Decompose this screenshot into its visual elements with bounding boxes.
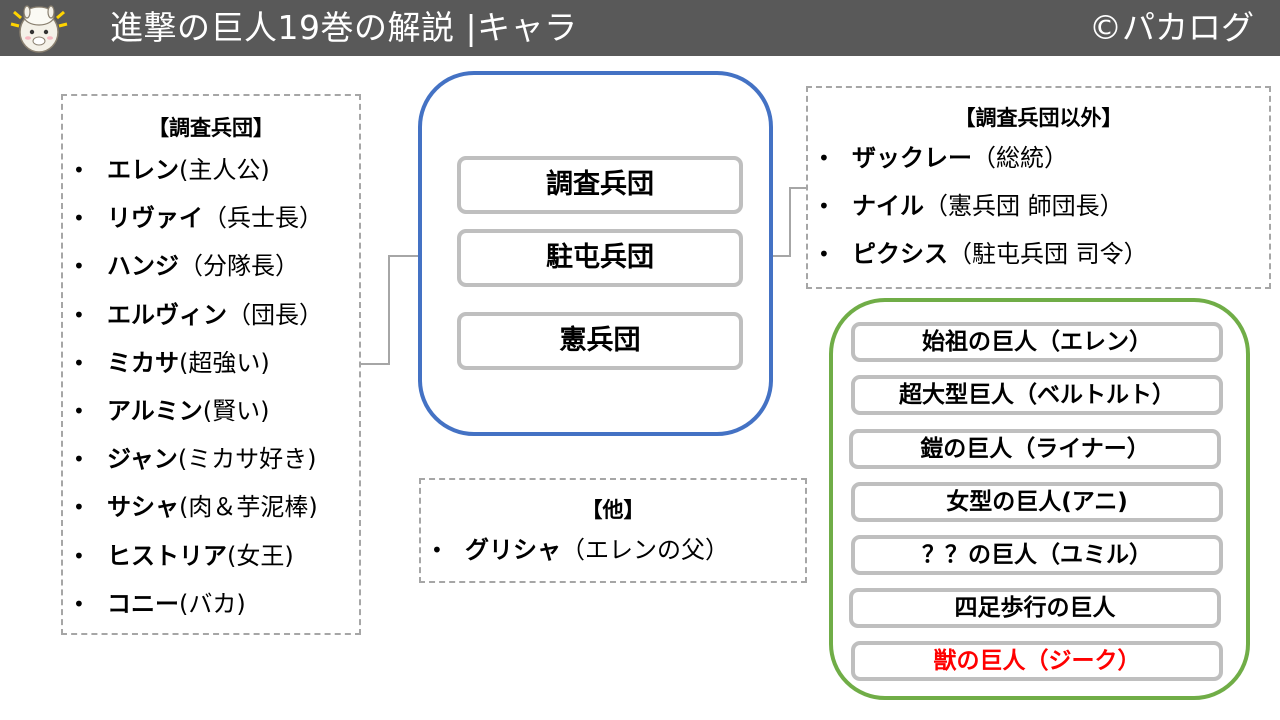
- connector-left-horizontal: [361, 363, 389, 365]
- character-name: ザックレー: [852, 144, 972, 172]
- list-item: • ミカサ(超強い): [63, 339, 359, 387]
- list-item: • エレン(主人公): [63, 146, 359, 194]
- character-note: （兵士長）: [203, 204, 323, 233]
- other-characters-list: • グリシャ（エレンの父）: [421, 526, 805, 574]
- list-item: • リヴァイ（兵士長）: [63, 194, 359, 242]
- titan-unknown: ？？の巨人（ユミル）: [851, 535, 1223, 575]
- copyright-label: ©パカログ: [1089, 8, 1254, 47]
- list-item: • ハンジ（分隊長）: [63, 242, 359, 290]
- non-survey-corps-box: 【調査兵団以外】 • ザックレー（総統） • ナイル（憲兵団 師団長） • ピクシス（…: [806, 86, 1271, 289]
- bullet-icon: •: [73, 302, 85, 327]
- character-name: ジャン: [107, 445, 178, 474]
- character-note: （総統）: [972, 144, 1068, 172]
- character-name: ミカサ: [107, 348, 179, 377]
- list-item: • ナイル（憲兵団 師団長）: [808, 182, 1269, 230]
- character-name: ナイル: [852, 192, 924, 220]
- character-name: エレン: [107, 156, 179, 184]
- bullet-icon: •: [73, 158, 85, 182]
- character-name: リヴァイ: [107, 204, 203, 233]
- survey-corps-list: • エレン(主人公) • リヴァイ（兵士長） • ハンジ（分隊長） • エルヴィン（団長…: [63, 146, 359, 628]
- branch-survey-corps: 調査兵団: [457, 156, 743, 214]
- character-note: (超強い): [179, 348, 270, 377]
- bullet-icon: •: [818, 146, 830, 170]
- titan-colossal: 超大型巨人（ベルトルト）: [851, 375, 1223, 415]
- non-survey-corps-heading: 【調査兵団以外】: [954, 106, 1123, 130]
- list-item: • グリシャ（エレンの父）: [421, 526, 805, 574]
- page-title: 進撃の巨人19巻の解説 |キャラ: [110, 8, 578, 47]
- character-name: エルヴィン: [107, 300, 227, 329]
- bullet-icon: •: [818, 242, 830, 266]
- character-name: アルミン: [107, 396, 203, 425]
- survey-corps-heading: 【調査兵団】: [148, 116, 274, 140]
- list-item: • ザックレー（総統）: [808, 134, 1269, 182]
- other-characters-box: 【他】 • グリシャ（エレンの父）: [419, 478, 807, 583]
- list-item: • ジャン(ミカサ好き): [63, 435, 359, 483]
- character-name: コニー: [107, 589, 179, 618]
- connector-left-to-center: [388, 255, 419, 257]
- bullet-icon: •: [818, 194, 830, 218]
- branch-military-police: 憲兵団: [457, 312, 743, 370]
- character-name: ヒストリア: [107, 541, 227, 570]
- bullet-icon: •: [431, 538, 443, 562]
- titan-armored: 鎧の巨人（ライナー）: [849, 429, 1221, 469]
- character-note: (ミカサ好き): [177, 445, 317, 474]
- alpaca-mascot-icon: [10, 5, 68, 53]
- connector-left-vertical: [388, 255, 390, 365]
- connector-right-vertical: [789, 187, 791, 257]
- list-item: • エルヴィン（団長）: [63, 291, 359, 339]
- bullet-icon: •: [73, 254, 85, 279]
- character-note: （駐屯兵団 司令）: [948, 240, 1148, 268]
- bullet-icon: •: [73, 206, 85, 231]
- list-item: • サシャ(肉＆芋泥棒): [63, 483, 359, 531]
- character-note: (バカ): [179, 589, 246, 618]
- character-note: （エレンの父）: [561, 536, 729, 564]
- list-item: • ヒストリア(女王): [63, 532, 359, 580]
- titan-female: 女型の巨人(アニ): [851, 482, 1223, 522]
- header-bar: 進撃の巨人19巻の解説 |キャラ ©パカログ: [0, 0, 1280, 56]
- character-note: （団長）: [227, 300, 323, 329]
- character-note: (女王): [227, 541, 294, 570]
- bullet-icon: •: [73, 543, 85, 568]
- character-note: （憲兵団 師団長）: [924, 192, 1124, 220]
- connector-right-horizontal: [773, 255, 791, 257]
- non-survey-corps-list: • ザックレー（総統） • ナイル（憲兵団 師団長） • ピクシス（駐屯兵団 司令）: [808, 134, 1269, 278]
- bullet-icon: •: [73, 447, 85, 472]
- character-name: サシャ: [107, 493, 179, 522]
- character-name: ハンジ: [107, 252, 179, 281]
- other-characters-heading: 【他】: [581, 498, 645, 522]
- character-name: グリシャ: [465, 536, 561, 564]
- survey-corps-box: 【調査兵団】 • エレン(主人公) • リヴァイ（兵士長） • ハンジ（分隊長） • エ…: [61, 94, 361, 635]
- character-note: (肉＆芋泥棒): [179, 493, 318, 522]
- character-note: (賢い): [202, 396, 270, 425]
- list-item: • アルミン(賢い): [63, 387, 359, 435]
- character-name: ピクシス: [852, 240, 948, 268]
- connector-right-to-box: [789, 187, 806, 189]
- bullet-icon: •: [73, 495, 85, 520]
- character-note: (主人公): [179, 156, 270, 184]
- bullet-icon: •: [73, 591, 85, 616]
- titan-quadruped: 四足歩行の巨人: [849, 588, 1221, 628]
- titan-founding: 始祖の巨人（エレン）: [851, 322, 1223, 362]
- list-item: • ピクシス（駐屯兵団 司令）: [808, 230, 1269, 278]
- bullet-icon: •: [73, 398, 85, 423]
- list-item: • コニー(バカ): [63, 580, 359, 628]
- character-note: （分隊長）: [179, 252, 299, 281]
- bullet-icon: •: [73, 350, 85, 375]
- branch-garrison: 駐屯兵団: [457, 229, 743, 287]
- titan-beast: 獣の巨人（ジーク）: [851, 641, 1223, 681]
